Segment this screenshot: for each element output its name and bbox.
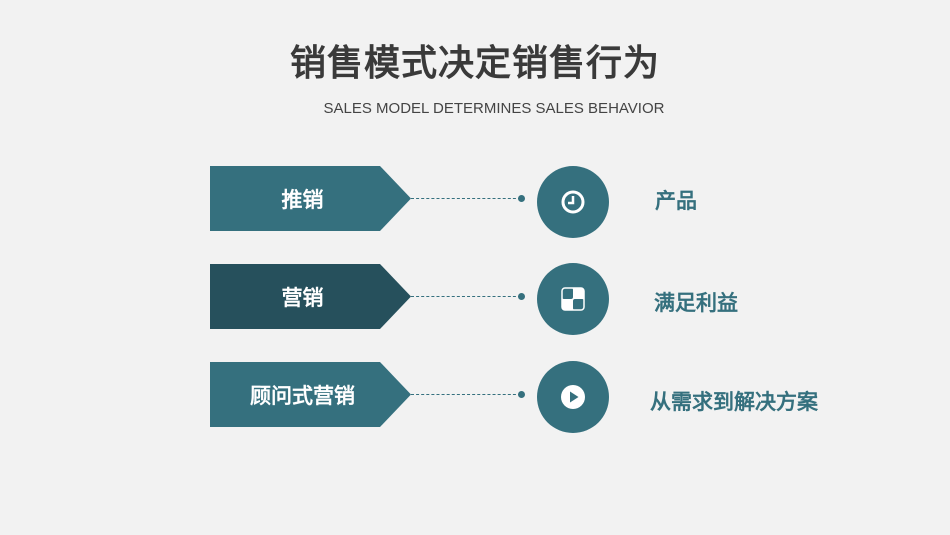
connector-dot bbox=[518, 293, 525, 300]
grid-icon bbox=[537, 263, 609, 335]
play-icon bbox=[537, 361, 609, 433]
connector-dot bbox=[518, 391, 525, 398]
connector-dot bbox=[518, 195, 525, 202]
banner-consultative-marketing: 顾问式营销 bbox=[210, 362, 411, 427]
result-label: 满足利益 bbox=[654, 291, 738, 315]
banner-marketing: 营销 bbox=[210, 264, 411, 329]
connector-line bbox=[411, 394, 521, 395]
banner-push-sales: 推销 bbox=[210, 166, 411, 231]
connector-line bbox=[411, 296, 521, 297]
result-label: 从需求到解决方案 bbox=[650, 390, 818, 414]
result-label: 产品 bbox=[655, 189, 697, 213]
clock-icon bbox=[537, 166, 609, 238]
page-subtitle: SALES MODEL DETERMINES SALES BEHAVIOR bbox=[323, 100, 665, 117]
page-title: 销售模式决定销售行为 bbox=[289, 43, 660, 84]
connector-line bbox=[411, 198, 521, 199]
